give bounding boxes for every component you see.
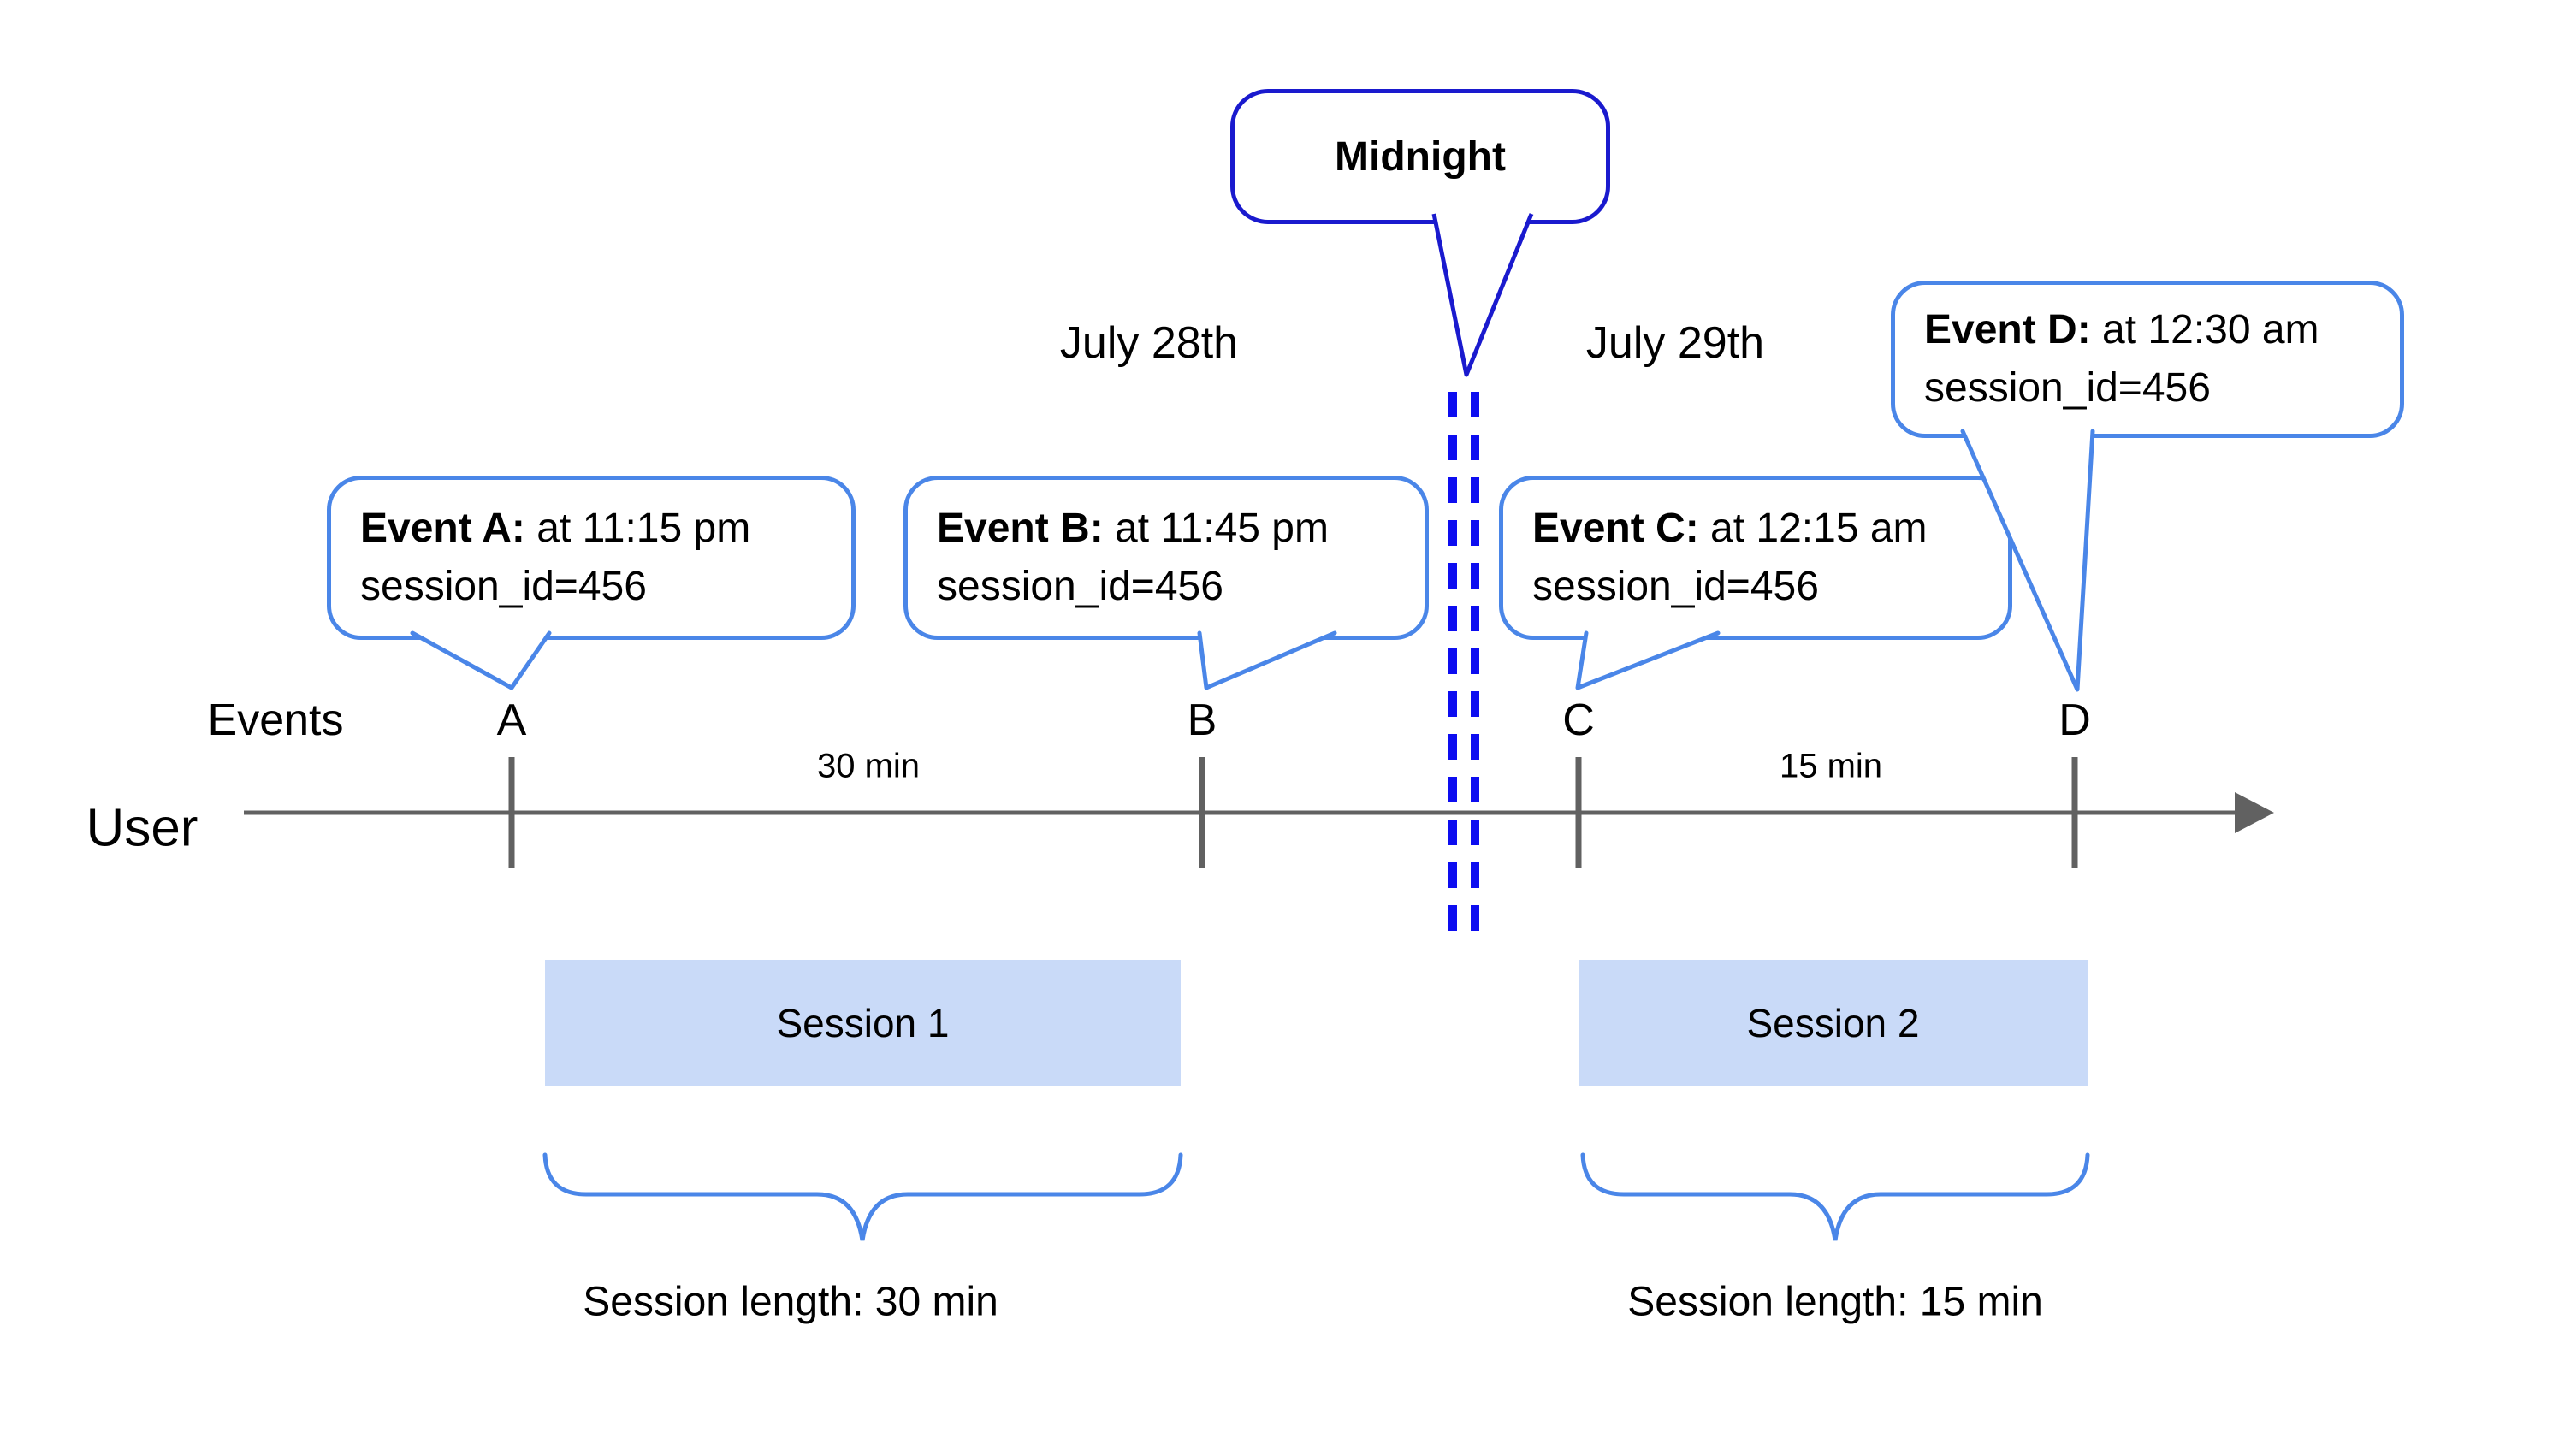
event-ticks [508,757,2078,868]
event-a-time: at 11:15 pm [524,506,751,551]
event-c-title-line: Event C: at 12:15 am [1532,500,2001,558]
event-d-callout-bubble: Event D: at 12:30 am session_id=456 [1891,281,2404,438]
event-a-title-line: Event A: at 11:15 pm [360,500,844,558]
event-c-callout-tail [1575,630,1721,690]
event-b-title: Event B: [937,506,1104,551]
event-marker-c: C [1562,695,1595,745]
user-axis-label: User [86,798,198,858]
event-d-session-id: session_id=456 [1924,365,2211,411]
session-2-label: Session 2 [1746,1001,1920,1045]
timeline-arrowhead-icon [2235,792,2274,833]
event-d-title: Event D: [1924,307,2091,352]
event-a-session-id: session_id=456 [360,564,647,609]
event-d-title-line: Event D: at 12:30 am [1924,301,2393,359]
event-b-callout-bubble: Event B: at 11:45 pm session_id=456 [903,476,1429,640]
midnight-callout-bubble: Midnight [1230,89,1610,224]
event-c-time: at 12:15 am [1698,506,1928,551]
session-2-length-label: Session length: 15 min [1627,1279,2043,1325]
event-marker-a: A [496,695,527,745]
session-2-box: Session 2 [1579,960,2088,1086]
date-july-28: July 28th [1059,318,1239,368]
event-b-session-id: session_id=456 [937,564,1223,609]
brace-session-2 [1580,1152,2090,1241]
event-marker-b: B [1187,695,1217,745]
event-a-title: Event A: [360,506,525,551]
event-callout-tails [410,429,2095,692]
brace-session-1 [542,1152,1183,1241]
date-july-29: July 29th [1585,318,1765,368]
event-c-callout-bubble: Event C: at 12:15 am session_id=456 [1499,476,2012,640]
midnight-dashed-divider [1448,392,1479,931]
session-1-length-label: Session length: 30 min [583,1279,998,1325]
session-1-label: Session 1 [776,1001,950,1045]
event-c-session-id: session_id=456 [1532,564,1819,609]
event-a-callout-tail [410,630,552,690]
event-c-title: Event C: [1532,506,1699,551]
event-d-callout-tail [1960,429,2095,692]
interval-label-30min: 30 min [816,747,921,785]
event-b-callout-tail [1197,630,1337,690]
session-1-box: Session 1 [545,960,1181,1086]
event-b-title-line: Event B: at 11:45 pm [937,500,1418,558]
event-a-callout-bubble: Event A: at 11:15 pm session_id=456 [327,476,856,640]
interval-label-15min: 15 min [1779,747,1883,785]
events-axis-label: Events [207,695,344,745]
event-marker-d: D [2058,695,2091,745]
event-b-time: at 11:45 pm [1103,506,1329,551]
midnight-callout-tail [1431,213,1534,377]
event-d-time: at 12:30 am [2090,307,2319,352]
session-braces [542,1152,2090,1241]
midnight-callout-label: Midnight [1335,133,1506,180]
